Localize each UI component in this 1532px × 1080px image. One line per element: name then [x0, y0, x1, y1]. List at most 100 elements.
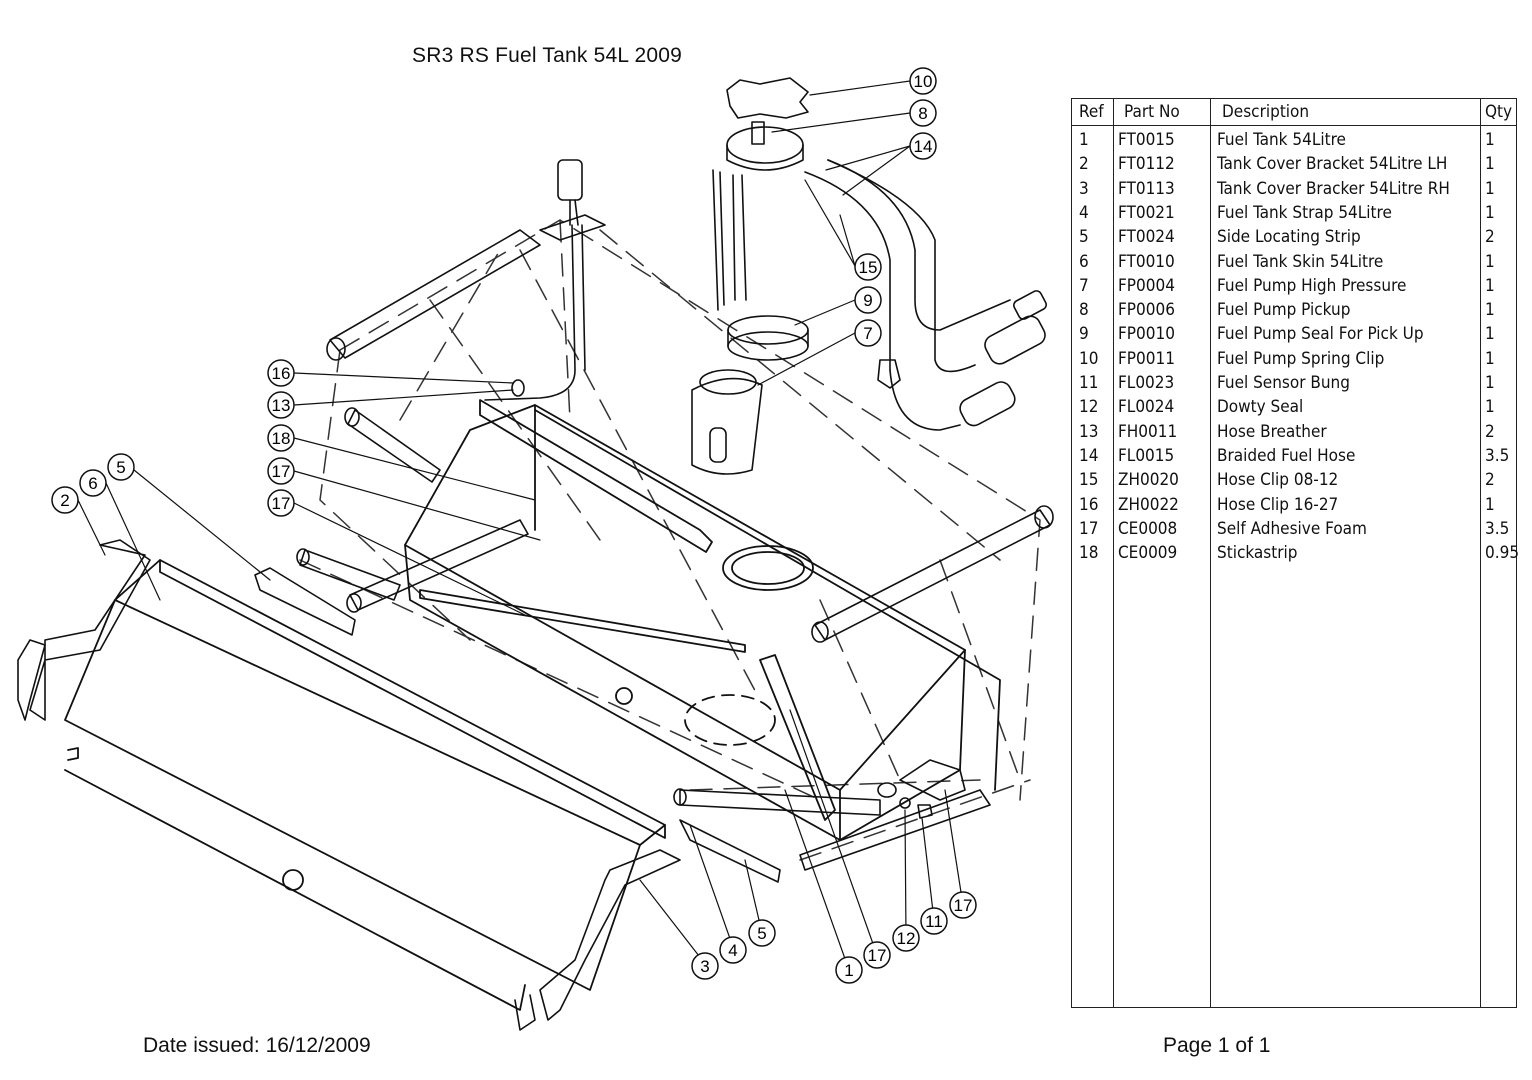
cell-description: Hose Breather: [1217, 421, 1327, 442]
callout-6: 6: [79, 469, 107, 497]
cell-ref: 14: [1079, 445, 1099, 466]
cell-part-no: FT0010: [1118, 251, 1175, 272]
callout-16: 16: [267, 359, 295, 387]
callout-4: 4: [719, 936, 747, 964]
cell-ref: 6: [1079, 251, 1089, 272]
cell-description: Tank Cover Bracker 54Litre RH: [1217, 178, 1450, 199]
svg-text:6: 6: [88, 474, 97, 493]
svg-text:9: 9: [863, 291, 872, 310]
cell-description: Fuel Tank Strap 54Litre: [1217, 202, 1392, 223]
locating-strips: [254, 567, 966, 883]
cell-ref: 3: [1079, 178, 1089, 199]
cell-qty: 2: [1485, 470, 1495, 491]
tank-cover-brackets: [17, 539, 681, 1031]
svg-text:4: 4: [728, 941, 737, 960]
svg-text:10: 10: [914, 72, 933, 91]
cell-description: Fuel Pump Spring Clip: [1217, 348, 1385, 369]
cell-qty: 3.5: [1485, 518, 1510, 539]
cell-ref: 17: [1079, 518, 1099, 539]
cell-qty: 1: [1485, 300, 1495, 321]
svg-text:17: 17: [272, 494, 291, 513]
svg-text:16: 16: [272, 364, 291, 383]
callouts: 10 8 14 15 9 7 16 13 18 17 17 5 6 2 3 4 …: [51, 67, 977, 984]
cell-description: Fuel Tank 54Litre: [1217, 130, 1346, 150]
cell-qty: 0.95: [1485, 543, 1520, 564]
cell-part-no: FT0112: [1118, 154, 1175, 175]
breather-pipe: [484, 159, 606, 401]
cell-description: Hose Clip 08-12: [1217, 470, 1339, 491]
callout-13: 13: [267, 391, 295, 419]
cell-part-no: FP0006: [1118, 300, 1175, 321]
svg-text:5: 5: [757, 924, 766, 943]
svg-text:8: 8: [918, 104, 927, 123]
callout-1: 1: [835, 956, 863, 984]
table-divider: [1480, 99, 1481, 1007]
svg-text:13: 13: [272, 396, 291, 415]
cell-ref: 5: [1079, 227, 1089, 248]
cell-ref: 9: [1079, 324, 1089, 345]
callout-9: 9: [854, 286, 882, 314]
cell-part-no: FP0010: [1118, 324, 1175, 345]
cell-description: Fuel Pump Pickup: [1217, 300, 1351, 321]
svg-text:12: 12: [897, 929, 916, 948]
callout-2: 2: [51, 486, 79, 514]
callout-18: 18: [267, 424, 295, 452]
header-description: Description: [1222, 102, 1310, 122]
cell-ref: 13: [1079, 421, 1099, 442]
callout-11: 11: [920, 907, 948, 935]
svg-text:5: 5: [116, 458, 125, 477]
callout-5b: 5: [748, 919, 776, 947]
chassis-frame: [299, 219, 1041, 861]
callout-17c: 17: [863, 941, 891, 969]
cell-qty: 1: [1485, 397, 1495, 418]
cell-part-no: FT0021: [1118, 202, 1175, 223]
cell-part-no: FL0023: [1118, 373, 1175, 393]
cell-description: Braided Fuel Hose: [1217, 445, 1356, 466]
callout-3: 3: [691, 952, 719, 980]
cell-part-no: FP0011: [1118, 348, 1175, 369]
svg-text:2: 2: [60, 491, 69, 510]
svg-text:17: 17: [954, 896, 973, 915]
header-part-no: Part No: [1124, 102, 1180, 122]
cell-part-no: FL0024: [1118, 397, 1175, 418]
drawing-title: SR3 RS Fuel Tank 54L 2009: [412, 44, 683, 67]
leader-lines: [77, 80, 964, 971]
cell-description: Side Locating Strip: [1217, 227, 1361, 248]
callout-12: 12: [892, 924, 920, 952]
cell-part-no: FT0024: [1118, 227, 1175, 248]
callout-5a: 5: [107, 453, 135, 481]
table-divider: [1210, 99, 1211, 1007]
cell-description: Fuel Pump Seal For Pick Up: [1217, 324, 1424, 345]
svg-text:1: 1: [844, 961, 853, 980]
cell-description: Fuel Sensor Bung: [1217, 373, 1350, 393]
tank-skin-panel: [64, 559, 666, 1011]
callout-17d: 17: [949, 891, 977, 919]
cell-part-no: ZH0022: [1118, 494, 1179, 515]
callout-17a: 17: [267, 457, 295, 485]
svg-text:17: 17: [868, 946, 887, 965]
cell-ref: 16: [1079, 494, 1099, 515]
table-header-divider: [1072, 125, 1516, 126]
cell-description: Hose Clip 16-27: [1217, 494, 1339, 515]
cell-ref: 12: [1079, 397, 1099, 418]
cell-description: Fuel Tank Skin 54Litre: [1217, 251, 1384, 272]
callout-14: 14: [909, 132, 937, 160]
cell-qty: 3.5: [1485, 445, 1510, 466]
cell-ref: 18: [1079, 543, 1099, 564]
cell-part-no: FT0015: [1118, 130, 1175, 150]
cell-qty: 1: [1485, 275, 1495, 296]
fuel-pump-pickup: [691, 77, 809, 475]
cell-ref: 1: [1079, 130, 1089, 150]
callout-7: 7: [854, 319, 882, 347]
cell-qty: 2: [1485, 421, 1495, 442]
cell-description: Dowty Seal: [1217, 397, 1304, 418]
cell-description: Stickastrip: [1217, 543, 1298, 564]
svg-text:14: 14: [914, 137, 933, 156]
svg-text:17: 17: [272, 462, 291, 481]
callout-17b: 17: [267, 489, 295, 517]
table-divider: [1113, 99, 1114, 1007]
exploded-parts-diagram: 10 8 14 15 9 7 16 13 18 17 17 5 6 2 3 4 …: [17, 67, 1054, 1031]
braided-fuel-hoses: [804, 159, 1047, 431]
cell-qty: 1: [1485, 130, 1495, 150]
